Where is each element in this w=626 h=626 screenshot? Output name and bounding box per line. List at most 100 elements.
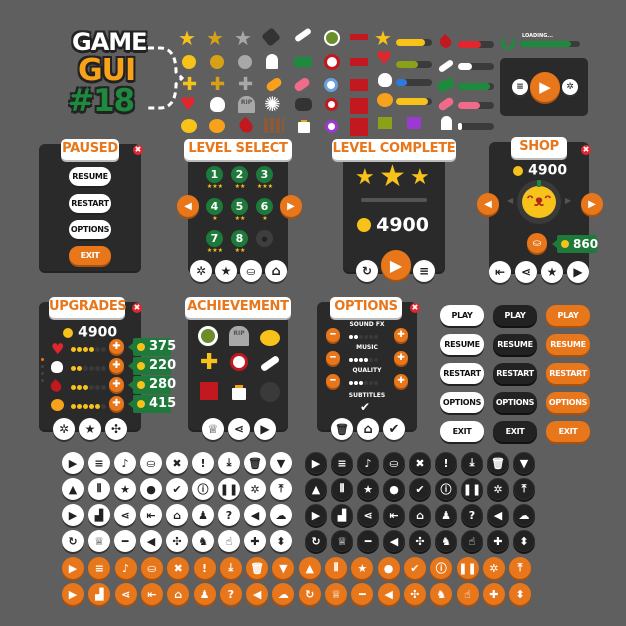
- pause-icon-button[interactable]: ❚❚: [461, 478, 483, 500]
- gamepad-icon-button[interactable]: ✣: [403, 583, 426, 605]
- close-icon[interactable]: ✖: [133, 145, 143, 155]
- level-button[interactable]: 3: [256, 166, 273, 183]
- restart-button-orange[interactable]: RESTART: [546, 363, 590, 384]
- upgrade-plus-button[interactable]: ✚: [109, 377, 124, 392]
- play-button[interactable]: ▶: [567, 261, 589, 283]
- gear-icon-button[interactable]: ✲: [482, 557, 505, 579]
- resume-button-black[interactable]: RESUME: [493, 334, 537, 355]
- option-plus-button[interactable]: ✚: [394, 351, 408, 365]
- options-button[interactable]: OPTIONS: [69, 220, 111, 239]
- level-button[interactable]: 4: [206, 198, 223, 215]
- level-button[interactable]: 6: [256, 198, 273, 215]
- info-icon-button[interactable]: ⓘ: [435, 478, 457, 500]
- help-icon-button[interactable]: ?: [218, 504, 240, 526]
- play-icon-button[interactable]: ▶: [62, 504, 84, 526]
- exit-button-black[interactable]: EXIT: [493, 421, 537, 442]
- exit-icon-button[interactable]: ⇤: [383, 504, 405, 526]
- mini-menu-button[interactable]: ≡: [512, 79, 528, 95]
- close-icon[interactable]: ✖: [581, 145, 591, 155]
- trophy-icon-button[interactable]: ♕: [88, 530, 110, 552]
- play-icon-button[interactable]: ▶: [62, 583, 84, 605]
- star-button[interactable]: ★: [79, 418, 101, 440]
- exit-button-orange[interactable]: EXIT: [546, 421, 590, 442]
- arrow-down-icon-button[interactable]: ▼: [272, 557, 295, 579]
- columns-icon-button[interactable]: ⦀: [331, 478, 353, 500]
- bulb-icon-button[interactable]: ●: [140, 478, 162, 500]
- gear-button[interactable]: ✲: [190, 260, 212, 282]
- group-icon-button[interactable]: ♞: [435, 530, 457, 552]
- option-plus-button[interactable]: ✚: [394, 374, 408, 388]
- group-icon-button[interactable]: ♞: [430, 583, 453, 605]
- trash-icon-button[interactable]: 🗑: [246, 557, 269, 579]
- trophy-icon-button[interactable]: ♕: [331, 530, 353, 552]
- alert-icon-button[interactable]: !: [192, 452, 214, 474]
- minus-icon-button[interactable]: ━: [357, 530, 379, 552]
- gear-icon-button[interactable]: ✲: [487, 478, 509, 500]
- home-icon-button[interactable]: ⌂: [166, 504, 188, 526]
- exit-button[interactable]: ⇤: [489, 261, 511, 283]
- resume-button-orange[interactable]: RESUME: [546, 334, 590, 355]
- upload-icon-button[interactable]: ⤒: [270, 478, 292, 500]
- basket-icon-button[interactable]: ⛀: [383, 452, 405, 474]
- next-page-button[interactable]: ▶: [280, 195, 302, 217]
- minus-icon-button[interactable]: ━: [351, 583, 374, 605]
- options-button-orange[interactable]: OPTIONS: [546, 392, 590, 413]
- arrow-up-icon-button[interactable]: ▲: [62, 478, 84, 500]
- home-icon-button[interactable]: ⌂: [167, 583, 190, 605]
- bulb-icon-button[interactable]: ●: [377, 557, 400, 579]
- upgrade-plus-button[interactable]: ✚: [109, 396, 124, 411]
- like-icon-button[interactable]: ☝: [218, 530, 240, 552]
- podium-icon-button[interactable]: ▟: [88, 583, 111, 605]
- level-cell[interactable]: 2★★: [229, 166, 251, 196]
- level-button[interactable]: 2: [231, 166, 248, 183]
- arrow-up-icon-button[interactable]: ▲: [298, 557, 321, 579]
- trophy-button[interactable]: ♕: [202, 418, 224, 440]
- replay-button[interactable]: ↻: [356, 260, 378, 282]
- level-cell[interactable]: 6★: [254, 198, 276, 228]
- star-button[interactable]: ★: [541, 261, 563, 283]
- exit-button-white[interactable]: EXIT: [440, 421, 484, 442]
- level-cell[interactable]: 1★★★: [204, 166, 226, 196]
- gamepad-button[interactable]: ✣: [105, 418, 127, 440]
- play-button-orange[interactable]: PLAY: [546, 305, 590, 326]
- upgrade-plus-button[interactable]: ✚: [109, 339, 124, 354]
- download-icon-button[interactable]: ⤓: [219, 557, 242, 579]
- basket-icon-button[interactable]: ⛀: [140, 557, 163, 579]
- trash-icon-button[interactable]: 🗑: [487, 452, 509, 474]
- star-icon-button[interactable]: ★: [357, 478, 379, 500]
- download-icon-button[interactable]: ⤓: [218, 452, 240, 474]
- menu-icon-button[interactable]: ≡: [88, 557, 111, 579]
- minus-icon-button[interactable]: ━: [114, 530, 136, 552]
- user-icon-button[interactable]: ♟: [193, 583, 216, 605]
- play-icon-button[interactable]: ▶: [62, 557, 84, 579]
- prev-page-button[interactable]: ◀: [177, 195, 199, 217]
- star-icon-button[interactable]: ★: [351, 557, 374, 579]
- gear-button[interactable]: ✲: [53, 418, 75, 440]
- download-icon-button[interactable]: ⤓: [461, 452, 483, 474]
- sound-icon-button[interactable]: ◀: [244, 504, 266, 526]
- level-cell[interactable]: 8★★: [229, 230, 251, 260]
- option-plus-button[interactable]: ✚: [394, 328, 408, 342]
- cloud-icon-button[interactable]: ☁: [513, 504, 535, 526]
- up-down-icon-button[interactable]: ⬍: [509, 583, 532, 605]
- close-icon-button[interactable]: ✖: [409, 452, 431, 474]
- level-cell[interactable]: 3★★★: [254, 166, 276, 196]
- music-icon-button[interactable]: ♪: [114, 452, 136, 474]
- option-minus-button[interactable]: ━: [326, 328, 340, 342]
- menu-button[interactable]: ≡: [413, 260, 435, 282]
- buy-button[interactable]: ⛀: [527, 233, 547, 253]
- menu-icon-button[interactable]: ≡: [88, 452, 110, 474]
- star-button[interactable]: ★: [215, 260, 237, 282]
- play-button[interactable]: ▶: [381, 250, 411, 280]
- play-icon-button[interactable]: ▶: [62, 452, 84, 474]
- subtitles-check-icon[interactable]: ✔: [360, 400, 371, 414]
- restart-button-black[interactable]: RESTART: [493, 363, 537, 384]
- columns-icon-button[interactable]: ⦀: [88, 478, 110, 500]
- next-item-button[interactable]: ▶: [581, 193, 603, 215]
- options-button-white[interactable]: OPTIONS: [440, 392, 484, 413]
- cloud-icon-button[interactable]: ☁: [270, 504, 292, 526]
- like-icon-button[interactable]: ☝: [461, 530, 483, 552]
- pause-icon-button[interactable]: ❚❚: [218, 478, 240, 500]
- level-button[interactable]: 7: [206, 230, 223, 247]
- close-icon-button[interactable]: ✖: [167, 557, 190, 579]
